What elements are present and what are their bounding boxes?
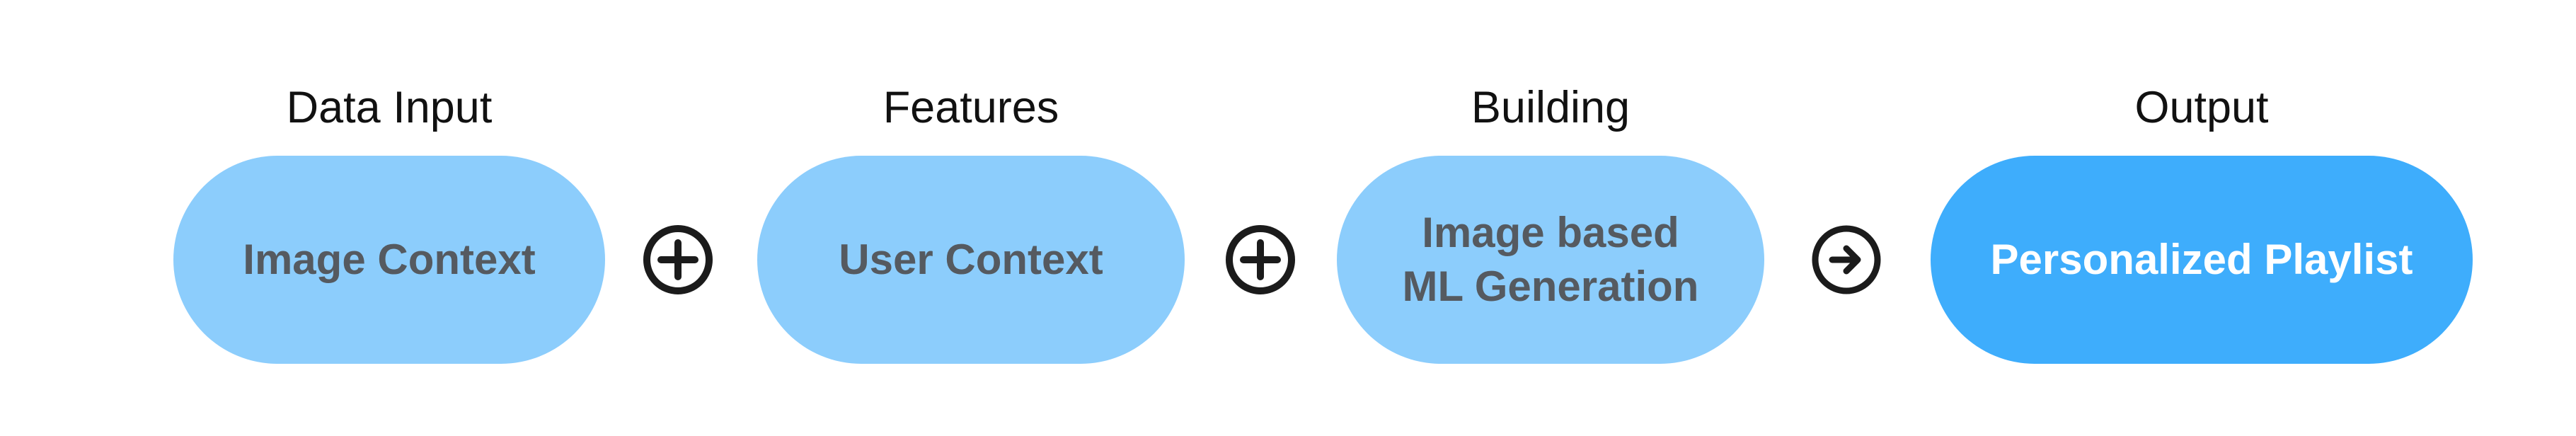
node-user-context: User Context [757, 156, 1185, 364]
node-label: User Context [839, 236, 1103, 283]
node-label: Image Context [243, 236, 536, 283]
node-label: Image based ML Generation [1402, 209, 1699, 310]
stage-label-output: Output [2134, 83, 2269, 132]
node-label: Personalized Playlist [1990, 236, 2413, 283]
node-personalized-playlist: Personalized Playlist [1931, 156, 2473, 364]
stage-label-building: Building [1471, 83, 1631, 132]
arrow-right-circle-icon [1810, 223, 1883, 297]
stage-label-data-input: Data Input [286, 83, 493, 132]
plus-circle-icon [1224, 223, 1297, 297]
node-image-based-ml-generation: Image based ML Generation [1337, 156, 1764, 364]
node-image-context: Image Context [173, 156, 605, 364]
stage-label-features: Features [882, 83, 1059, 132]
plus-circle-icon [641, 223, 715, 297]
